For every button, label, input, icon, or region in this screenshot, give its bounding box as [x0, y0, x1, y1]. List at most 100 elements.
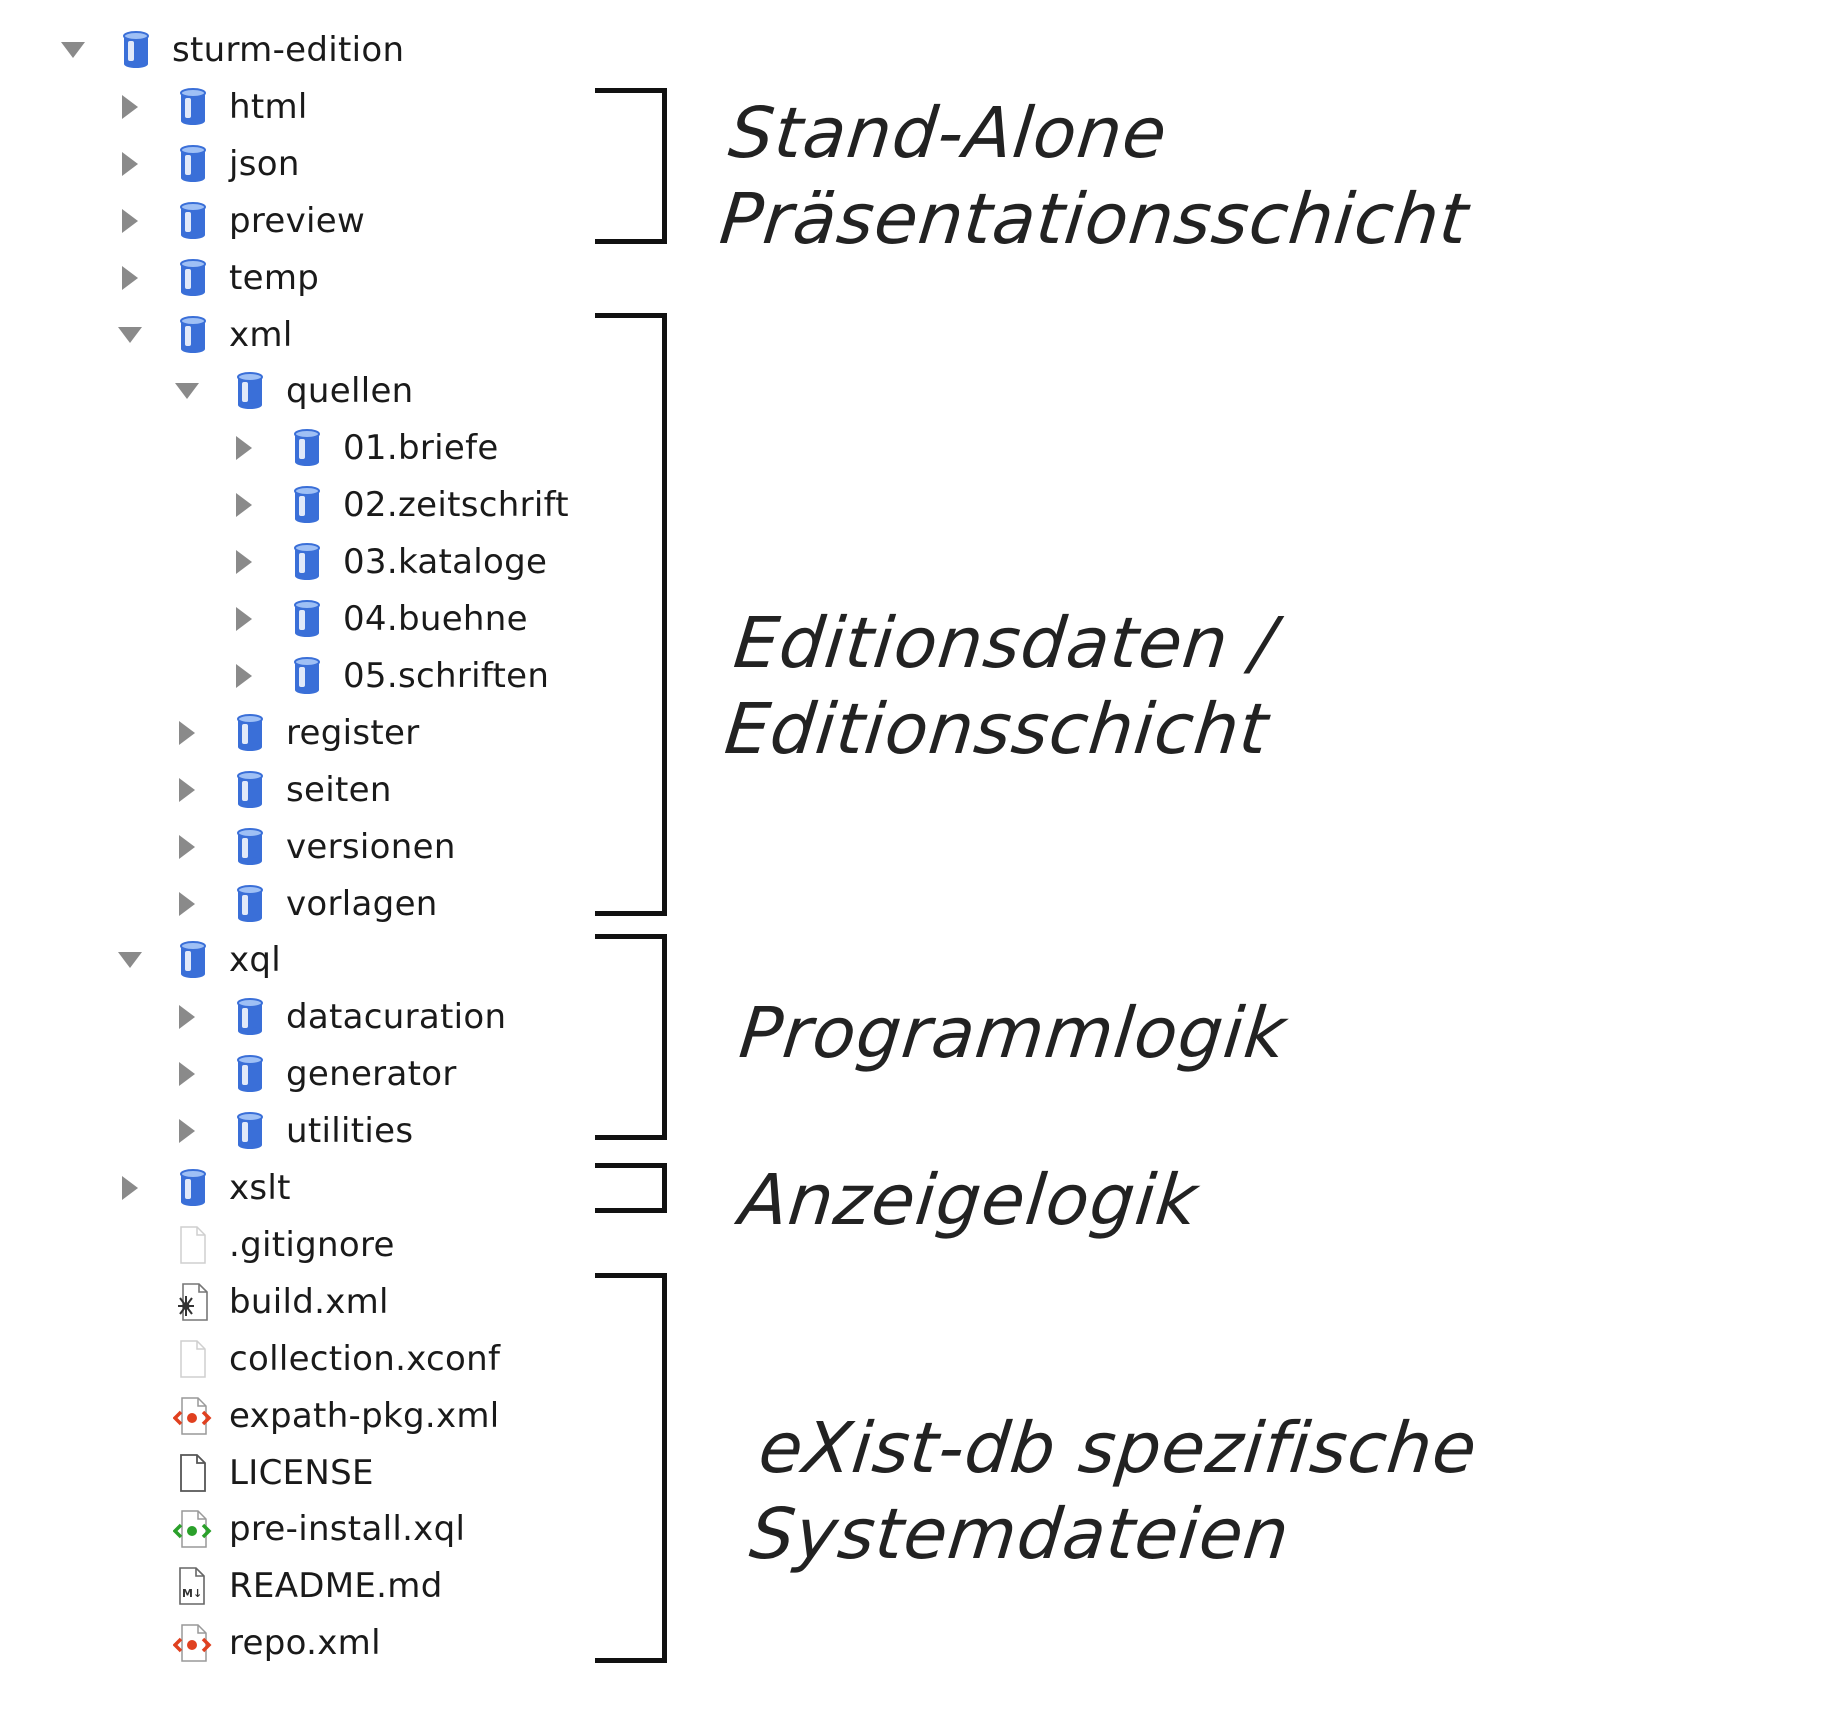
database-collection-icon: [285, 426, 329, 470]
collapsed-triangle-icon[interactable]: [113, 204, 147, 238]
database-collection-icon: [171, 85, 215, 129]
bracket-presentation: [595, 88, 667, 244]
tree-item-label: register: [286, 712, 420, 753]
database-collection-icon: [171, 938, 215, 982]
tree-item-html[interactable]: html: [113, 79, 308, 135]
tree-item-seiten[interactable]: seiten: [170, 762, 392, 818]
collapsed-triangle-icon[interactable]: [170, 716, 204, 750]
tree-item-temp[interactable]: temp: [113, 250, 319, 306]
tree-item-label: datacuration: [286, 997, 507, 1038]
tree-item-label: build.xml: [229, 1281, 389, 1322]
tree-item-label: xslt: [229, 1168, 291, 1208]
tree-item-label: repo.xml: [229, 1623, 381, 1664]
tree-item-label: versionen: [286, 826, 456, 867]
collapsed-triangle-icon[interactable]: [227, 602, 261, 636]
collapsed-triangle-icon[interactable]: [227, 659, 261, 693]
tree-item-xml[interactable]: xml: [113, 307, 293, 363]
tree-item-label: README.md: [229, 1566, 443, 1607]
annotation-system-line2: Systemdateien: [746, 1493, 1294, 1575]
xml-file-icon: [171, 1394, 215, 1438]
tree-item-xql[interactable]: xql: [113, 932, 281, 988]
annotation-system-line1: eXist-db spezifische: [755, 1407, 1482, 1489]
tree-item-label: xql: [229, 940, 282, 981]
tree-item-datacuration[interactable]: datacuration: [170, 989, 506, 1045]
blank-file-icon: [171, 1337, 215, 1381]
collapsed-triangle-icon[interactable]: [113, 90, 147, 124]
database-collection-icon: [228, 369, 272, 413]
tree-item-quellen[interactable]: quellen: [170, 363, 414, 419]
expanded-triangle-icon[interactable]: [170, 374, 204, 408]
collapsed-triangle-icon[interactable]: [170, 887, 204, 921]
collapsed-triangle-icon[interactable]: [170, 1057, 204, 1091]
tree-item-register[interactable]: register: [170, 705, 420, 761]
tree-item-gitignore[interactable]: .gitignore: [113, 1217, 395, 1273]
tree-item-label: seiten: [286, 769, 392, 810]
tree-item-02-zeitschrift[interactable]: 02.zeitschrift: [227, 477, 569, 533]
tree-item-03-kataloge[interactable]: 03.kataloge: [227, 534, 547, 590]
database-collection-icon: [228, 1109, 272, 1153]
tree-item-04-buehne[interactable]: 04.buehne: [227, 591, 528, 647]
database-collection-icon: [171, 1166, 215, 1210]
tree-item-label: expath-pkg.xml: [229, 1395, 500, 1436]
annotation-system: eXist-db spezifische Systemdateien: [746, 1405, 1481, 1577]
database-collection-icon: [171, 142, 215, 186]
tree-item-generator[interactable]: generator: [170, 1046, 457, 1102]
tree-item-label: utilities: [286, 1111, 414, 1152]
database-collection-icon: [285, 483, 329, 527]
database-collection-icon: [171, 313, 215, 357]
expanded-triangle-icon[interactable]: [113, 318, 147, 352]
collapsed-triangle-icon[interactable]: [170, 830, 204, 864]
text-file-icon: [171, 1451, 215, 1495]
collapsed-triangle-icon[interactable]: [113, 1171, 147, 1205]
collapsed-triangle-icon[interactable]: [227, 545, 261, 579]
database-collection-icon: [228, 882, 272, 926]
collapsed-triangle-icon[interactable]: [113, 147, 147, 181]
tree-item-json[interactable]: json: [113, 136, 300, 192]
tree-item-label: collection.xconf: [229, 1338, 501, 1379]
tree-item-license[interactable]: LICENSE: [113, 1445, 374, 1501]
tree-item-vorlagen[interactable]: vorlagen: [170, 876, 438, 932]
ant-build-file-icon: [171, 1280, 215, 1324]
collapsed-triangle-icon[interactable]: [227, 488, 261, 522]
tree-item-pre-install-xql[interactable]: pre-install.xql: [113, 1501, 465, 1557]
tree-item-label: temp: [229, 257, 320, 298]
bracket-display: [595, 1163, 667, 1213]
tree-item-sturm-edition[interactable]: sturm-edition: [56, 22, 404, 78]
annotation-presentation: Stand-Alone Präsentationsschicht: [716, 90, 1482, 262]
annotation-presentation-line2: Präsentationsschicht: [716, 178, 1473, 260]
database-collection-icon: [228, 711, 272, 755]
tree-item-utilities[interactable]: utilities: [170, 1103, 413, 1159]
tree-item-label: pre-install.xql: [229, 1509, 466, 1550]
tree-item-label: html: [229, 86, 308, 127]
tree-item-preview[interactable]: preview: [113, 193, 365, 249]
tree-item-label: 05.schriften: [343, 655, 550, 696]
collapsed-triangle-icon[interactable]: [170, 773, 204, 807]
tree-item-readme-md[interactable]: M↓README.md: [113, 1558, 443, 1614]
expanded-triangle-icon[interactable]: [113, 943, 147, 977]
tree-item-expath-pkg-xml[interactable]: expath-pkg.xml: [113, 1388, 500, 1444]
tree-item-label: xml: [229, 314, 293, 355]
xquery-file-icon: [171, 1507, 215, 1551]
tree-item-label: 01.briefe: [343, 428, 499, 469]
tree-item-collection-xconf[interactable]: collection.xconf: [113, 1331, 500, 1387]
collapsed-triangle-icon[interactable]: [113, 261, 147, 295]
tree-item-05-schriften[interactable]: 05.schriften: [227, 648, 549, 704]
annotation-presentation-line1: Stand-Alone: [725, 92, 1172, 174]
collapsed-triangle-icon[interactable]: [170, 1114, 204, 1148]
tree-item-versionen[interactable]: versionen: [170, 819, 456, 875]
tree-item-xslt[interactable]: xslt: [113, 1160, 291, 1216]
collapsed-triangle-icon[interactable]: [227, 431, 261, 465]
database-collection-icon: [228, 995, 272, 1039]
tree-item-01-briefe[interactable]: 01.briefe: [227, 420, 499, 476]
annotation-edition: Editionsdaten / Editionsschicht: [721, 600, 1827, 772]
tree-item-label: 04.buehne: [343, 599, 528, 639]
tree-item-repo-xml[interactable]: repo.xml: [113, 1615, 381, 1671]
collapsed-triangle-icon[interactable]: [170, 1000, 204, 1034]
tree-item-label: sturm-edition: [172, 30, 405, 70]
bracket-edition: [595, 313, 667, 916]
database-collection-icon: [285, 540, 329, 584]
tree-item-build-xml[interactable]: build.xml: [113, 1274, 389, 1330]
expanded-triangle-icon[interactable]: [56, 33, 90, 67]
bracket-system: [595, 1273, 667, 1663]
tree-item-label: 02.zeitschrift: [343, 485, 569, 526]
